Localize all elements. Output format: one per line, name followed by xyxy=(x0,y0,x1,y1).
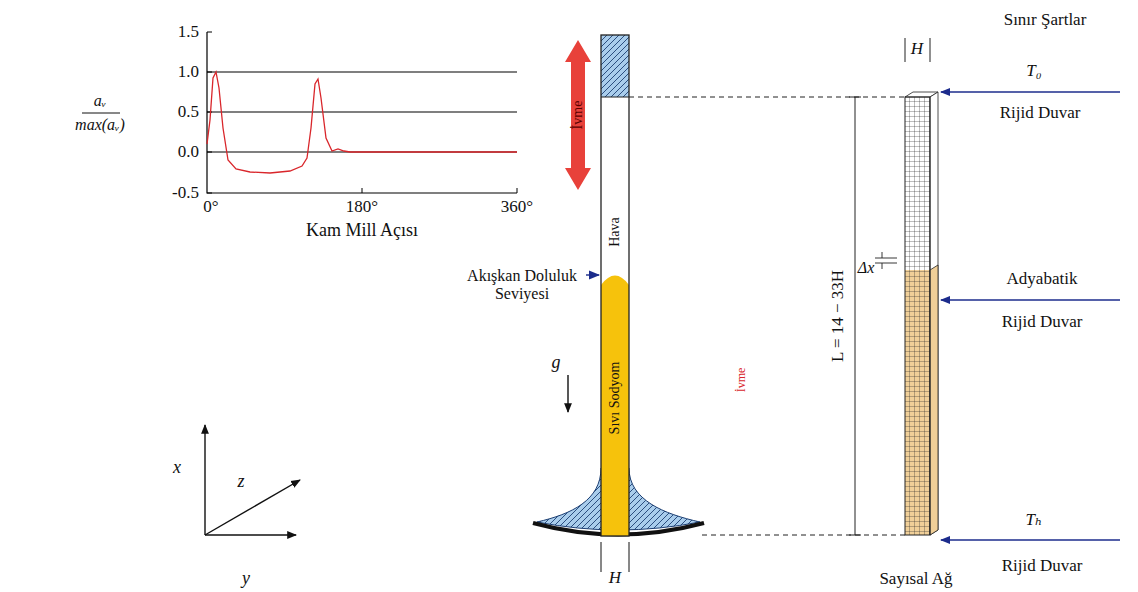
acceleration-label: İvme xyxy=(570,101,586,130)
coordinate-axes xyxy=(205,425,300,535)
air-space xyxy=(601,97,629,287)
boundary-label: Rijid Duvar xyxy=(1000,103,1081,123)
tick-label: 0° xyxy=(203,197,218,217)
dimension-label: H xyxy=(911,39,923,59)
chart-axes xyxy=(207,32,517,193)
stem-cap xyxy=(601,35,629,97)
boundary-label: Rijid Duvar xyxy=(1002,312,1083,332)
mesh-grid xyxy=(905,97,930,535)
axis-title: Kam Mill Açısı xyxy=(306,220,418,241)
section-heading: Sınır Şartlar xyxy=(1004,10,1087,30)
tick-label: 0.0 xyxy=(178,142,199,162)
valve-illustration xyxy=(533,35,704,572)
axis-name: x xyxy=(173,457,181,478)
dimension-label: L = 14 − 33H xyxy=(828,270,848,362)
acceleration-chart xyxy=(82,32,517,193)
drawing-stroke xyxy=(629,97,905,98)
grid-line xyxy=(207,111,517,112)
length-dimension xyxy=(849,97,861,535)
cell-size-mark xyxy=(875,252,897,269)
region-label: Sıvı Sodyom xyxy=(607,362,623,435)
mesh-side-liquid xyxy=(930,265,938,535)
drawing-stroke xyxy=(205,534,296,535)
dimension-label: Δx xyxy=(858,259,875,277)
grid-line xyxy=(207,71,517,72)
projection-lines xyxy=(629,38,930,535)
axis-ticks xyxy=(207,32,517,193)
region-label: Hava xyxy=(607,217,623,247)
boundary-pointers xyxy=(941,92,1120,540)
mesh-caption: Sayısal Ağ xyxy=(879,569,952,589)
numerical-mesh xyxy=(905,92,938,535)
drawing-stroke xyxy=(702,535,905,536)
leader-line xyxy=(586,274,599,275)
cap-line xyxy=(601,97,629,98)
tick-label: 180° xyxy=(346,197,378,217)
axis-name: y xyxy=(242,568,250,589)
boundary-value: T₀ xyxy=(1026,61,1041,81)
acceleration-arrow xyxy=(565,40,591,190)
drawing-stroke xyxy=(204,425,205,535)
boundary-value: Tₕ xyxy=(1026,510,1043,530)
boundary-label: Adyabatik xyxy=(1007,269,1078,289)
dimension-label: H xyxy=(609,568,621,588)
callout-label: Akışkan Doluluk Seviyesi xyxy=(460,267,584,304)
drawing-stroke xyxy=(205,480,300,535)
width-dimension xyxy=(601,542,629,572)
drawing-stroke xyxy=(941,91,1120,92)
symbol-label: g xyxy=(552,352,561,373)
mesh-side-face xyxy=(930,92,938,535)
mesh-width-dimension xyxy=(905,38,930,62)
axis-name: z xyxy=(237,471,244,492)
acceleration-label: İvme xyxy=(735,368,749,393)
drawing-stroke xyxy=(941,539,1120,540)
mesh-outline xyxy=(905,97,930,535)
tick-label: -0.5 xyxy=(172,183,199,203)
tick-label: 1.5 xyxy=(178,22,199,42)
fraction-bar xyxy=(82,113,120,114)
tick-label: 1.0 xyxy=(178,62,199,82)
acceleration-curve xyxy=(207,72,517,173)
liquid-sodium xyxy=(601,276,629,537)
axis-label: max(aᵥ) xyxy=(75,116,125,134)
tick-label: 360° xyxy=(501,197,533,217)
boundary-label: Rijid Duvar xyxy=(1002,556,1083,576)
drawing-stroke xyxy=(941,299,1120,300)
gravity-arrow xyxy=(567,375,568,412)
tick-label: 0.5 xyxy=(178,102,199,122)
axis-label: aᵥ xyxy=(94,92,106,110)
valve-stem xyxy=(601,35,629,536)
